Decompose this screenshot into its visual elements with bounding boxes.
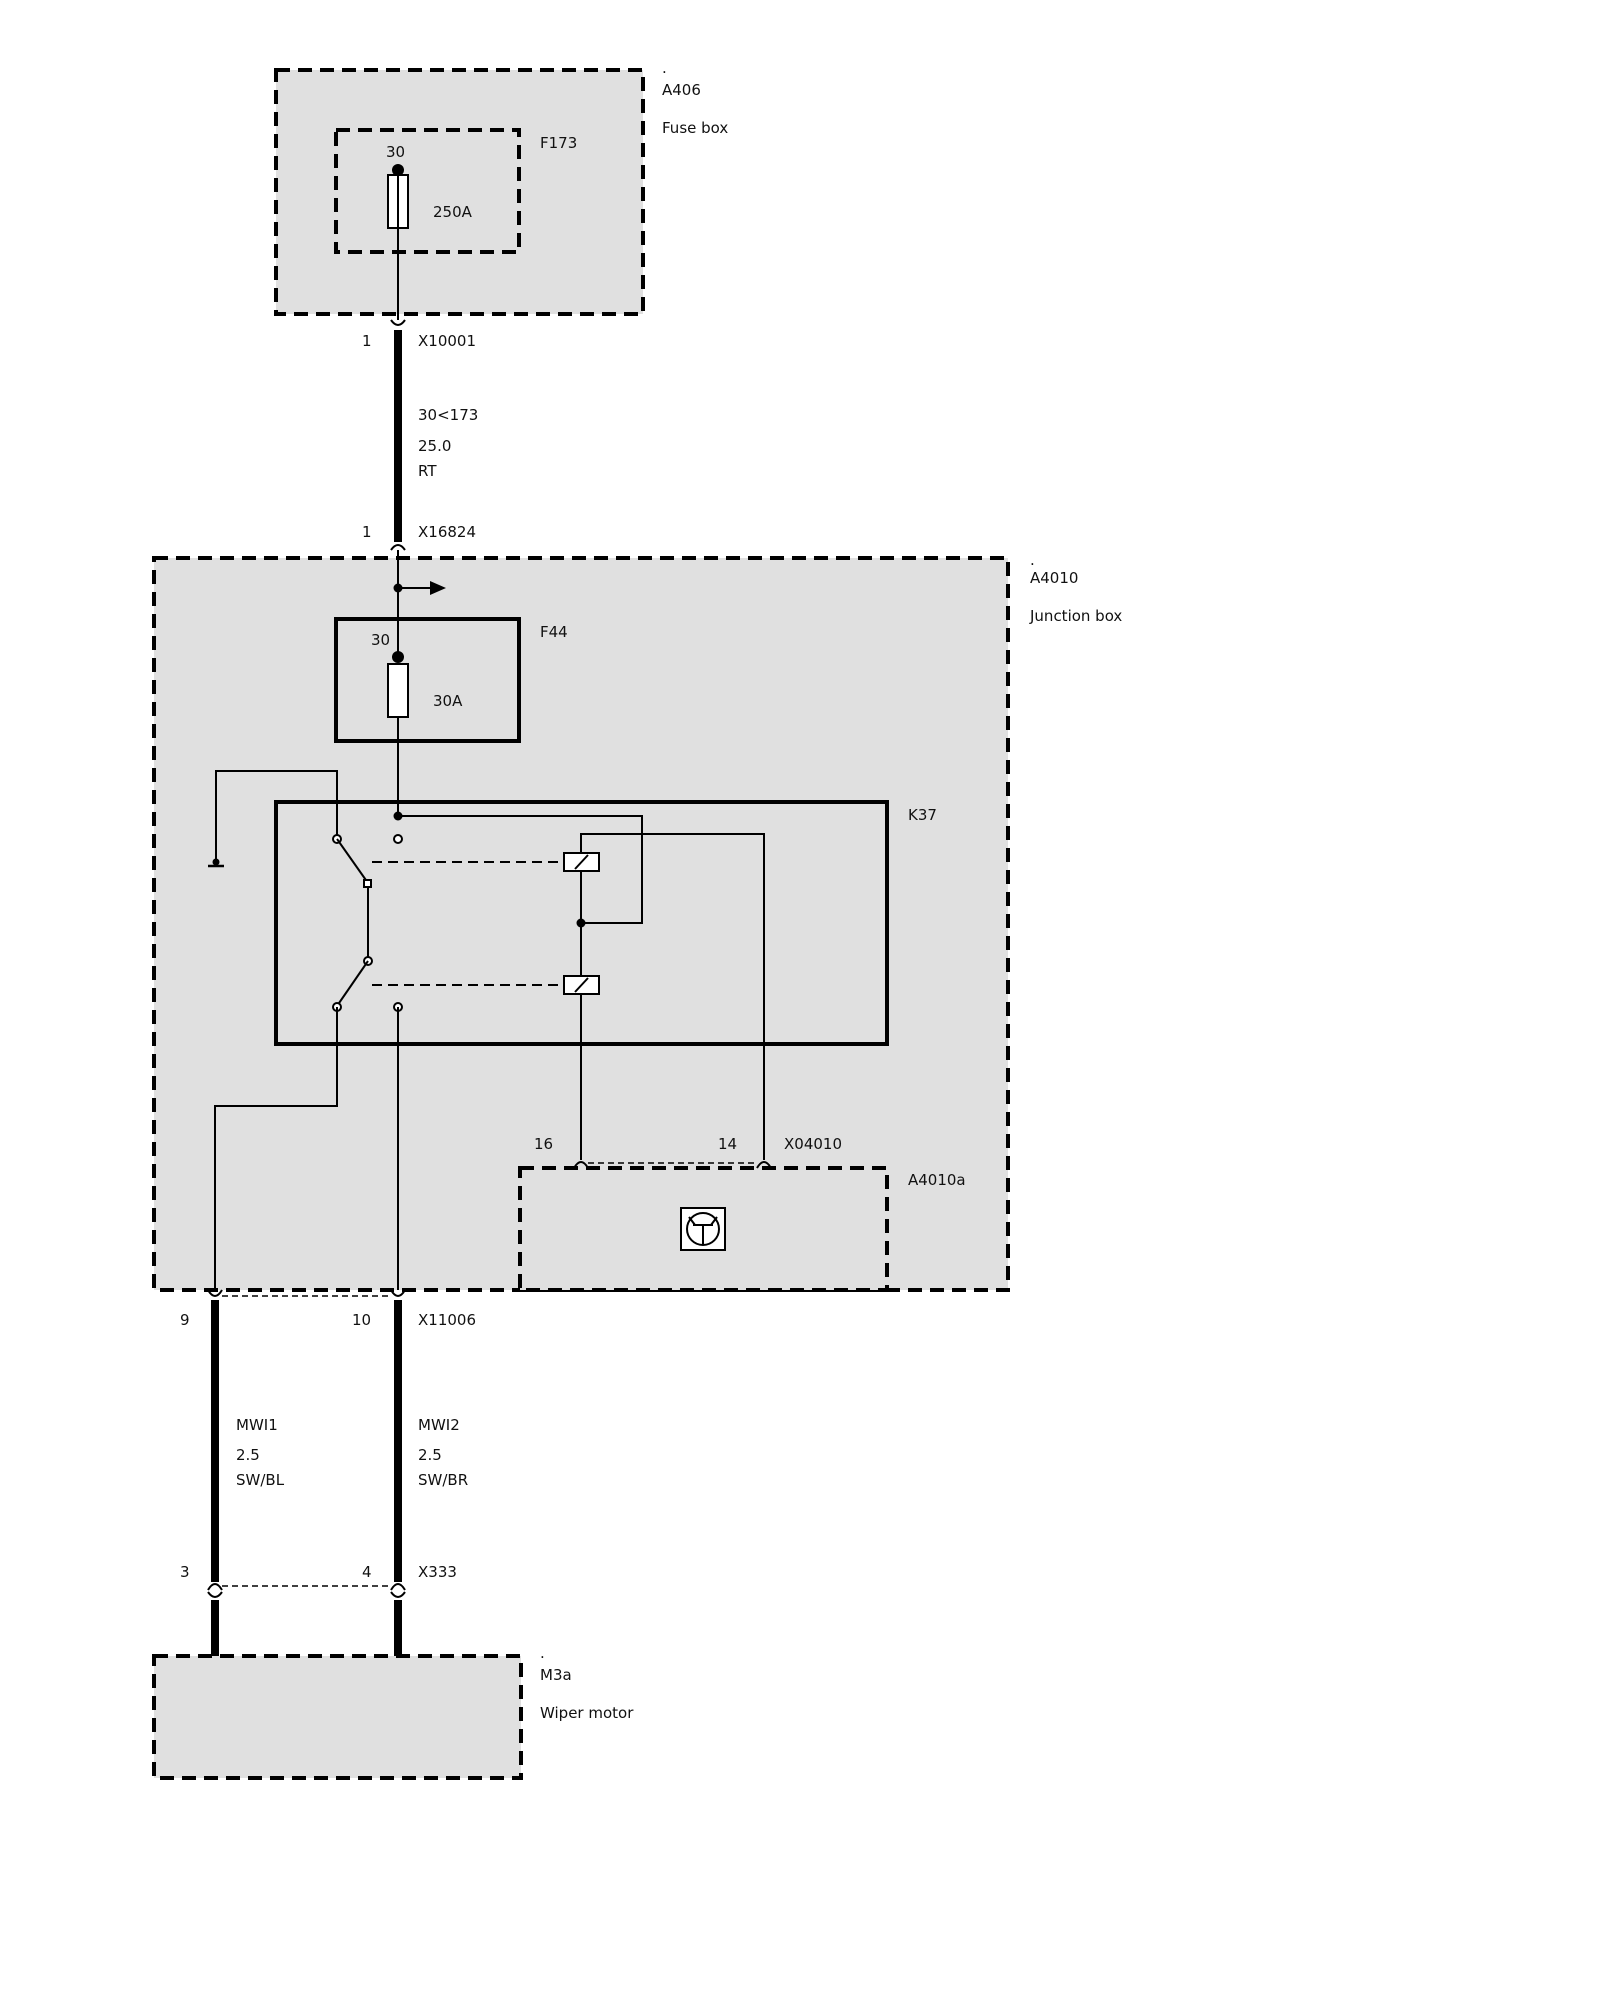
wire-output-mwi1 [214,1007,338,1290]
x10001-id: X10001 [418,332,476,350]
coil-upper-slash [574,854,589,870]
coil-node [576,918,586,928]
fuse-f44-symbol [387,663,409,718]
connector-x333-pin3 [207,1583,223,1591]
terminal-dot-f173 [392,164,404,176]
x11006-pin-10: 10 [352,1311,371,1329]
junction-box-a4010: . A4010 Junction box F44 30 30A K37 16 1… [152,550,1122,1292]
supply-wire-group: 1 X10001 30<173 25.0 RT 1 X16824 [362,319,478,551]
wiper-motor-name: Wiper motor [540,1704,634,1722]
x333-id: X333 [418,1563,457,1581]
supply-wire-size: 25.0 [418,437,451,455]
connector-x333-pin3-mate [207,1591,223,1598]
relay-contact-upper-fixed [393,834,403,844]
fuse-box-a406: . A406 Fuse box F173 30 250A [274,59,728,320]
transistor-icon [680,1207,726,1251]
x10001-pin: 1 [362,332,372,350]
fuse-f173-outline [334,128,521,254]
connector-x11006-pin10 [390,1289,406,1297]
wiper-harness: 9 10 X11006 MWI1 2.5 SW/BL MWI2 2.5 SW/B… [180,1289,476,1656]
supply-wire-color: RT [418,462,437,480]
x16824-id: X16824 [418,523,476,541]
fuse-f173-id: F173 [540,134,577,152]
x04010-pin-16: 16 [534,1135,553,1153]
switch-upper-contact [363,879,372,888]
terminal-dot-f44 [392,651,404,663]
wire-ground-branch [215,770,338,865]
junction-box-id: A4010 [1030,569,1078,587]
arrow-right-icon [430,581,446,595]
connector-x04010-pin14 [756,1161,772,1169]
mwi2-size: 2.5 [418,1446,442,1464]
x11006-pin-9: 9 [180,1311,190,1329]
fuse-f173-rating: 250A [433,203,473,221]
fuse-f173-terminal: 30 [386,143,405,161]
fuse-f44-id: F44 [540,623,568,641]
relay-k37-id: K37 [908,806,937,824]
x333-pin-3: 3 [180,1563,190,1581]
connector-x16824-symbol [390,544,406,551]
wiper-motor-dot: . [540,1644,545,1662]
supply-wire-signal: 30<173 [418,406,478,424]
x11006-id: X11006 [418,1311,476,1329]
fuse-box-id: A406 [662,81,701,99]
connector-x04010-pin16 [573,1161,589,1169]
fuse-box-outline [274,68,645,316]
junction-box-dot: . [1030,551,1035,569]
connector-x333-pin4-mate [390,1591,406,1598]
ground-icon [208,858,224,868]
mwi1-size: 2.5 [236,1446,260,1464]
wire-coil-feed [398,815,643,924]
x04010-pin-14: 14 [718,1135,737,1153]
switch-upper-blade [336,838,369,884]
fuse-f44-terminal: 30 [371,631,390,649]
wiper-motor-outline [152,1654,523,1780]
x16824-pin: 1 [362,523,372,541]
fuse-box-name: Fuse box [662,119,728,137]
fuse-box-dot: . [662,59,667,77]
junction-box-name: Junction box [1029,607,1122,625]
fuse-f44-outline [334,617,521,743]
mwi2-signal: MWI2 [418,1416,460,1434]
x04010-id: X04010 [784,1135,842,1153]
switch-lower-blade [336,960,369,1007]
connector-x11006-pin9 [207,1289,223,1297]
wire-coil-to-pin14 [580,833,765,1160]
wiper-motor-m3a: . M3a Wiper motor [152,1644,634,1780]
connector-x10001-symbol [390,319,406,326]
x333-pin-4: 4 [362,1563,372,1581]
mwi1-color: SW/BL [236,1471,285,1489]
module-a4010a-id: A4010a [908,1171,966,1189]
fuse-f44-rating: 30A [433,692,463,710]
mwi1-signal: MWI1 [236,1416,278,1434]
wiper-motor-id: M3a [540,1666,572,1684]
mwi2-color: SW/BR [418,1471,468,1489]
coil-lower-slash [574,977,589,993]
connector-x333-pin4 [390,1583,406,1591]
